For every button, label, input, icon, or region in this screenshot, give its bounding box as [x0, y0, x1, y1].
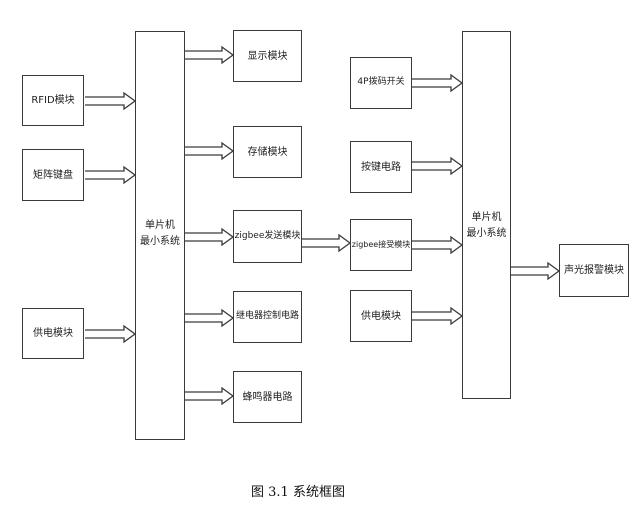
- arrow-dip-switch-to-mcu: [412, 73, 464, 93]
- display-module-label: 显示模块: [247, 50, 288, 62]
- power-right-label: 供电模块: [361, 310, 401, 322]
- left-mcu-label-line1: 单片机: [145, 220, 175, 231]
- right-mcu-label-line2: 最小系统: [466, 228, 507, 239]
- arrow-mcu-to-buzzer: [185, 386, 235, 406]
- dip-switch-box: 4P拨码开关: [350, 57, 412, 109]
- rfid-module-box: RFID模块: [22, 75, 84, 126]
- dip-switch-label: 4P拨码开关: [357, 77, 405, 88]
- arrow-mcu-to-display: [185, 45, 235, 65]
- arrow-power-right-to-mcu: [412, 306, 464, 326]
- button-circuit-box: 按键电路: [350, 141, 412, 193]
- arrow-power-left-to-mcu: [85, 324, 137, 344]
- arrow-button-to-mcu: [412, 156, 464, 176]
- display-module-box: 显示模块: [233, 30, 302, 82]
- zigbee-tx-box: zigbee发送模块: [233, 210, 302, 263]
- keypad-label: 矩阵键盘: [33, 169, 73, 181]
- arrow-mcu-to-relay: [185, 308, 235, 328]
- right-mcu-box: 单片机 最小系统: [462, 31, 511, 399]
- zigbee-rx-box: zigbee接受模块: [350, 219, 412, 271]
- keypad-box: 矩阵键盘: [22, 149, 84, 201]
- arrow-mcu-to-storage: [185, 141, 235, 161]
- rfid-module-label: RFID模块: [31, 95, 75, 106]
- figure-caption: 图 3.1 系统框图: [251, 485, 345, 500]
- power-right-box: 供电模块: [350, 290, 412, 342]
- left-mcu-box: 单片机 最小系统: [135, 31, 185, 440]
- left-mcu-label: 单片机 最小系统: [140, 218, 180, 250]
- alarm-module-label: 声光报警模块: [564, 265, 624, 276]
- button-circuit-label: 按键电路: [361, 161, 401, 173]
- storage-module-box: 存储模块: [233, 126, 302, 178]
- buzzer-circuit-box: 蜂鸣器电路: [233, 371, 302, 423]
- storage-module-label: 存储模块: [247, 146, 288, 158]
- zigbee-tx-label: zigbee发送模块: [234, 230, 301, 241]
- arrow-mcu-to-alarm: [511, 261, 561, 281]
- arrow-mcu-to-zigbee-tx: [185, 227, 235, 247]
- right-mcu-label: 单片机 最小系统: [467, 210, 507, 242]
- relay-circuit-label: 继电器控制电路: [235, 311, 299, 322]
- power-left-label: 供电模块: [33, 328, 73, 339]
- arrow-keypad-to-mcu: [85, 165, 137, 185]
- right-mcu-label-line1: 单片机: [471, 212, 502, 223]
- relay-circuit-box: 继电器控制电路: [233, 291, 302, 343]
- alarm-module-box: 声光报警模块: [559, 244, 629, 297]
- buzzer-circuit-label: 蜂鸣器电路: [242, 391, 293, 403]
- left-mcu-label-line2: 最小系统: [140, 236, 180, 247]
- arrow-zigbee-tx-to-rx: [302, 233, 352, 253]
- arrow-zigbee-rx-to-mcu: [412, 235, 464, 255]
- power-left-box: 供电模块: [22, 308, 84, 359]
- zigbee-rx-label: zigbee接受模块: [351, 240, 411, 249]
- arrow-rfid-to-mcu: [85, 91, 137, 111]
